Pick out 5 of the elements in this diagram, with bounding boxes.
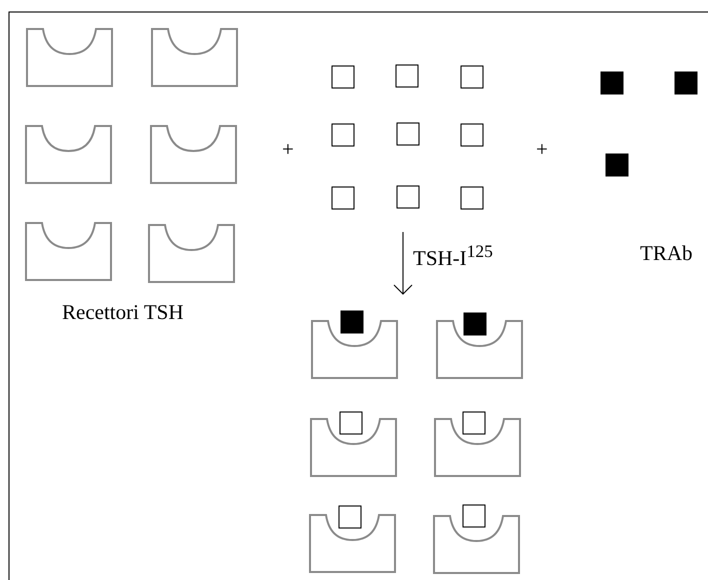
caption-text: Recettori TSH (62, 302, 184, 323)
label-text: TRAb (640, 243, 692, 264)
plus-sign: + (282, 139, 294, 160)
plus-sign: + (536, 139, 548, 160)
label-text: TSH-I$^{125}$ (413, 243, 493, 269)
